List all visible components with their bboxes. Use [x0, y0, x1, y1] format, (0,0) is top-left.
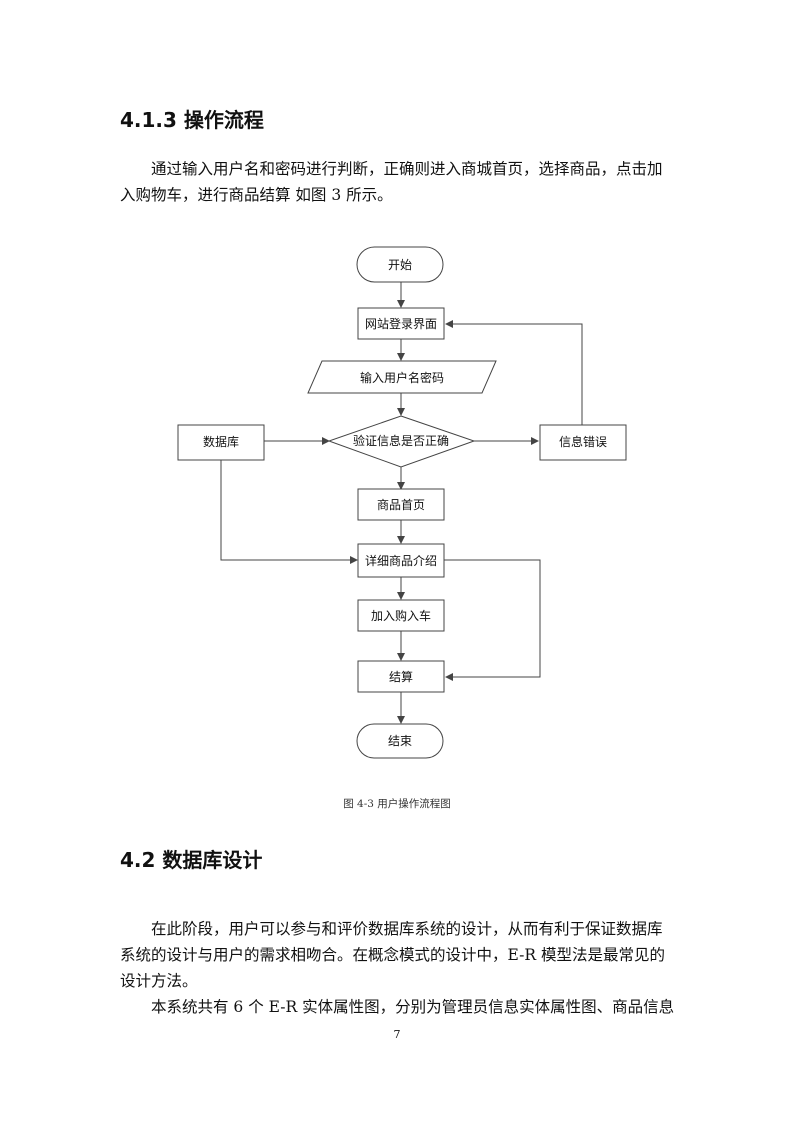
node-add-cart: 加入购入车: [357, 599, 445, 632]
node-detail: 详细商品介绍: [357, 543, 445, 578]
intro-paragraph: 通过输入用户名和密码进行判断，正确则进入商城首页，选择商品，点击加入购物车，进行…: [120, 160, 663, 204]
node-checkout: 结算: [357, 660, 445, 693]
section-heading-4-1-3: 4.1.3 操作流程: [120, 108, 264, 132]
node-start: 开始: [356, 246, 444, 283]
node-info-error: 信息错误: [539, 424, 627, 461]
paragraph-design-stage: 在此阶段，用户可以参与和评价数据库系统的设计，从而有利于保证数据库系统的设计与用…: [120, 920, 665, 990]
node-login-page: 网站登录界面: [357, 307, 445, 340]
flow-connectors: [220, 282, 583, 724]
node-home-label: 商品首页: [377, 497, 425, 512]
node-verify-decision: 验证信息是否正确: [327, 415, 476, 468]
user-operation-flowchart: 开始 网站登录界面 输入用户名密码 验证信息是否正确 数据库 信息错误 商品首页…: [177, 246, 627, 759]
node-home: 商品首页: [357, 488, 445, 521]
node-input-credentials: 输入用户名密码: [307, 360, 497, 394]
section-heading-4-2: 4.2 数据库设计: [120, 848, 263, 872]
node-input-credentials-label: 输入用户名密码: [360, 370, 444, 385]
node-end: 结束: [356, 723, 444, 759]
paragraph-er-diagrams: 本系统共有 6 个 E-R 实体属性图，分别为管理员信息实体属性图、商品信息: [151, 998, 675, 1016]
node-verify-label: 验证信息是否正确: [353, 433, 449, 448]
node-database: 数据库: [177, 424, 265, 461]
node-add-cart-label: 加入购入车: [371, 608, 431, 623]
node-detail-label: 详细商品介绍: [365, 553, 437, 568]
page-number: 7: [393, 1028, 401, 1041]
node-database-label: 数据库: [203, 434, 239, 449]
node-end-label: 结束: [388, 734, 412, 748]
figure-caption: 图 4-3 用户操作流程图: [343, 798, 451, 810]
node-info-error-label: 信息错误: [559, 434, 607, 449]
node-login-page-label: 网站登录界面: [365, 316, 437, 331]
node-start-label: 开始: [388, 258, 412, 272]
node-checkout-label: 结算: [389, 669, 413, 684]
